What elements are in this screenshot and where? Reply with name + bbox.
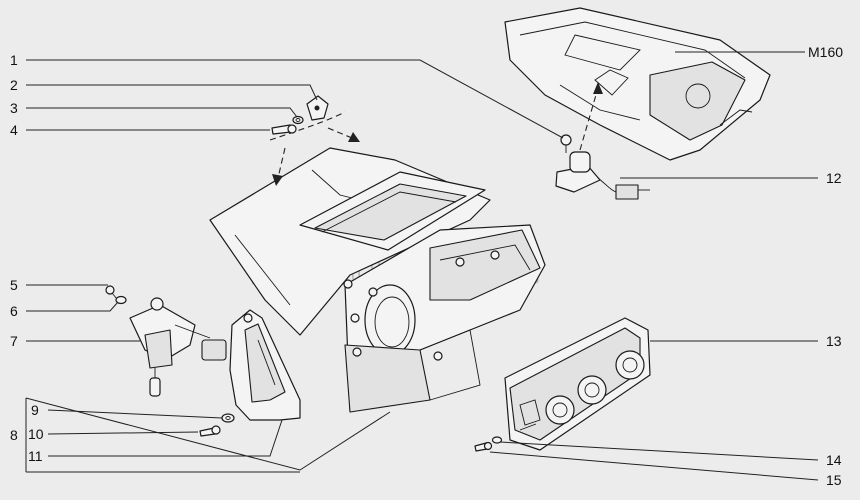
arrow-head-up [593,82,603,94]
bracket-11 [229,309,301,421]
arrow-head-right [348,132,360,142]
temperature-sensor [555,151,650,200]
assembly-arc [269,111,346,141]
actuator-washer-6 [115,295,127,305]
callout-m160: M160 [808,44,843,60]
callout-3: 3 [10,100,18,116]
callout-5: 5 [10,277,18,293]
screw-1 [560,134,572,153]
callout-4: 4 [10,122,18,138]
actuator-7 [129,297,227,397]
washer-3 [292,115,304,125]
callout-9: 9 [31,402,39,418]
callout-10: 10 [28,426,44,442]
callout-11: 11 [28,448,43,464]
assembly-arrow-right [327,127,353,139]
ceiling-console [504,7,771,161]
callout-12: 12 [826,170,842,186]
control-panel [504,317,651,451]
callout-6: 6 [10,303,18,319]
callout-7: 7 [10,333,18,349]
washer-15 [491,436,503,444]
heater-housing [209,147,546,413]
callout-2: 2 [10,77,18,93]
callout-14: 14 [826,452,842,468]
washer-9 [221,413,235,423]
arrow-head-left [272,174,283,186]
screw-4 [271,124,297,135]
screw-10 [199,425,221,437]
callout-8: 8 [10,427,18,443]
callout-1: 1 [10,52,18,68]
leader-lines [25,51,819,481]
actuator-screw-5 [105,285,118,300]
callout-15: 15 [826,472,842,488]
callout-13: 13 [826,333,842,349]
screw-14 [474,441,493,452]
assembly-arrow-console [579,87,599,151]
clip-2 [306,95,329,121]
assembly-arrow-left [277,147,286,179]
